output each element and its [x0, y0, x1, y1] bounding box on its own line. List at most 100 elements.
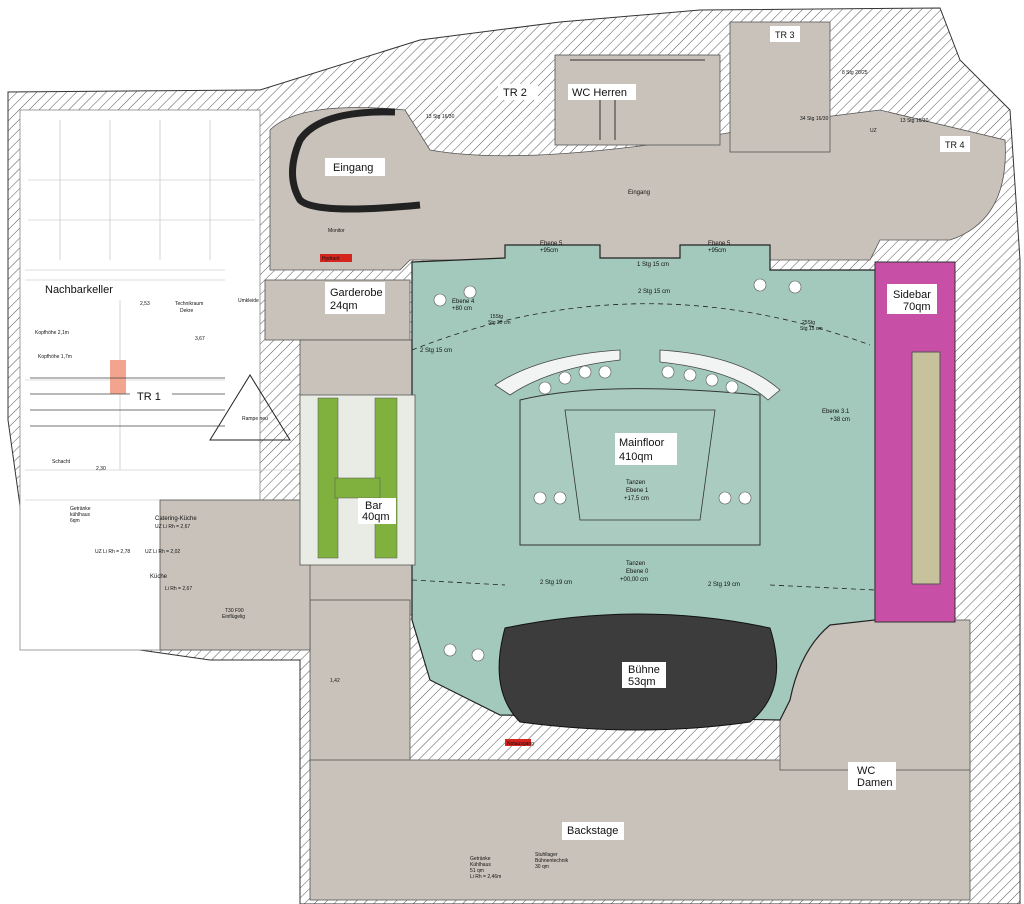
level-labels: Ebene 5 +95cm Ebene 5 +95cm Ebene 4 +80 … — [452, 241, 850, 583]
label-backstage: Backstage — [567, 825, 618, 837]
label-nachbarkeller: Nachbarkeller — [45, 284, 113, 296]
label-monitor: Monitor — [328, 228, 345, 234]
label-ebene5-right-1: Ebene 5 — [708, 241, 731, 247]
label-garderobe-2: 24qm — [330, 300, 358, 312]
label-uz-rh-3: UZ Li Rh = 2,02 — [145, 549, 180, 555]
label-stg13-tr2: 13 Stg 16/30 — [426, 114, 455, 120]
dashed-line — [411, 303, 871, 351]
label-tanzen0-1: Tanzen — [626, 561, 645, 567]
label-schacht: Schacht — [52, 459, 71, 465]
label-ebene4-2: +80 cm — [452, 306, 472, 312]
label-getraenke-bs-3: 51 qm — [470, 868, 484, 874]
label-stuhllager-1: Stuhllager — [535, 852, 558, 858]
label-ebene31-1: Ebene 3.1 — [822, 409, 850, 415]
tier-outer — [659, 349, 781, 401]
label-stg8-tr3: 8 Stg 20/25 — [842, 70, 868, 76]
entrance-ramp — [289, 108, 421, 213]
label-ebene4-1: Ebene 4 — [452, 299, 475, 305]
label-getraenke-bs-4: Li Rh = 2,46m — [470, 874, 501, 880]
label-stg15: 15Stg — [490, 314, 503, 320]
tier-inner — [494, 349, 621, 396]
tr1-marker — [110, 360, 126, 394]
label-getraenke-bs-2: Kühlhaus — [470, 862, 491, 868]
room-labels: Eingang Eingang TR 1 TR 2 TR 3 TR 4 WC H… — [45, 30, 965, 837]
label-hydrant: Hydrant — [322, 256, 340, 262]
label-stg1-15: 1 Stg 15 cm — [637, 262, 669, 268]
label-tr2: TR 2 — [503, 87, 527, 99]
label-tr3: TR 3 — [775, 30, 795, 40]
tables-left — [433, 278, 802, 662]
label-stg25: 25Stg — [802, 320, 815, 326]
step-labels: 1 Stg 15 cm 2 Stg 15 cm 2 Stg 15 cm 15St… — [420, 70, 929, 588]
label-getraenke-3: 6qm — [70, 518, 80, 524]
label-tanzen1-2: Ebene 1 — [626, 488, 649, 494]
label-umkleide: Umkleide — [238, 298, 259, 304]
label-stg15b: Stg 15 cm — [800, 326, 823, 332]
label-uz-rh-1: UZ Li Rh = 2,67 — [155, 524, 190, 530]
label-t30-1: T30 F90 — [225, 608, 244, 614]
notausgang-marker — [505, 739, 531, 746]
label-sidebar-2: 70qm — [903, 301, 931, 313]
label-buehne-1: Bühne — [628, 664, 660, 676]
label-mainfloor-2: 410qm — [619, 451, 653, 463]
dance-floor-level1 — [519, 388, 761, 546]
label-buehne-2: 53qm — [628, 676, 656, 688]
label-notausgang: Notausgang — [507, 741, 534, 747]
label-ebene5-left-1: Ebene 5 — [540, 241, 563, 247]
label-getraenke-1: Getränke — [70, 506, 91, 512]
label-dim-253: 2,53 — [140, 301, 150, 307]
annotation-labels: Kopfhöhe 2,1m Kopfhöhe 1,7m Getränke küh… — [35, 301, 569, 880]
wc-herren-walls — [570, 59, 705, 140]
label-tanzen0-3: +00,00 cm — [620, 577, 648, 583]
label-bar-2: 40qm — [362, 511, 390, 523]
label-bar-1: Bar — [365, 500, 382, 512]
label-uz: UZ — [870, 128, 877, 134]
label-ebene31-2: +38 cm — [830, 417, 850, 423]
label-stg2-19-left: 2 Stg 19 cm — [540, 580, 572, 586]
label-stg2-15-top: 2 Stg 15 cm — [638, 289, 670, 295]
label-boxes — [130, 26, 970, 840]
label-rampe: Rampe neu — [242, 416, 268, 422]
label-eingang: Eingang — [333, 162, 373, 174]
label-wc-herren: WC Herren — [572, 87, 627, 99]
label-wc-damen-2: Damen — [857, 777, 892, 789]
hydrant-marker — [320, 254, 352, 262]
sidebar-counter — [911, 351, 941, 585]
label-li-rh-kueche: Li Rh = 2,67 — [165, 586, 192, 592]
label-garderobe-1: Garderobe — [330, 287, 383, 299]
label-ebene5-left-2: +95cm — [540, 248, 558, 254]
label-uz-rh-2: UZ Li Rh = 2,78 — [95, 549, 130, 555]
label-dim-230: 2,30 — [96, 466, 106, 472]
label-dim-142: 1,42 — [330, 678, 340, 684]
label-stg2-15-left: 2 Stg 15 cm — [420, 348, 452, 354]
rampe-symbol — [209, 374, 291, 441]
label-tanzen1-1: Tanzen — [626, 480, 645, 486]
dashed-line-2 — [411, 579, 876, 591]
label-technikraum-2: Dekre — [180, 308, 194, 314]
label-ebene5-right-2: +95cm — [708, 248, 726, 254]
label-tr4: TR 4 — [945, 140, 965, 150]
label-tanzen0-2: Ebene 0 — [626, 569, 649, 575]
label-stuhllager-3: 30 qm — [535, 864, 549, 870]
label-tanzen1-3: +17,5 cm — [624, 496, 649, 502]
label-catering: Catering-Küche — [155, 516, 197, 522]
label-technikraum-1: Technikraum — [175, 301, 203, 307]
label-tr1: TR 1 — [137, 391, 161, 403]
label-stuhllager-2: Bühnentechnik — [535, 858, 569, 864]
label-getraenke-bs-1: Getränke — [470, 856, 491, 862]
tr1-stairs — [30, 377, 225, 427]
label-kopfhoehe-1: Kopfhöhe 2,1m — [35, 330, 69, 336]
label-mainfloor-1: Mainfloor — [619, 437, 665, 449]
label-eingang-top: Eingang — [628, 190, 650, 196]
label-kopfhoehe-2: Kopfhöhe 1,7m — [38, 354, 72, 360]
label-sidebar-1: Sidebar — [893, 289, 931, 301]
label-wc-damen-1: WC — [857, 765, 875, 777]
label-t30-2: Einflügelig — [222, 614, 245, 620]
grey-floors — [159, 21, 1006, 901]
label-stg13-tr4: 13 Stg 16/30 — [900, 118, 929, 124]
label-stg2-19-right: 2 Stg 19 cm — [708, 582, 740, 588]
label-kueche: Küche — [150, 574, 168, 580]
label-stg30: Stg 30 cm — [488, 320, 511, 326]
label-getraenke-2: kühlhaus — [70, 512, 91, 518]
